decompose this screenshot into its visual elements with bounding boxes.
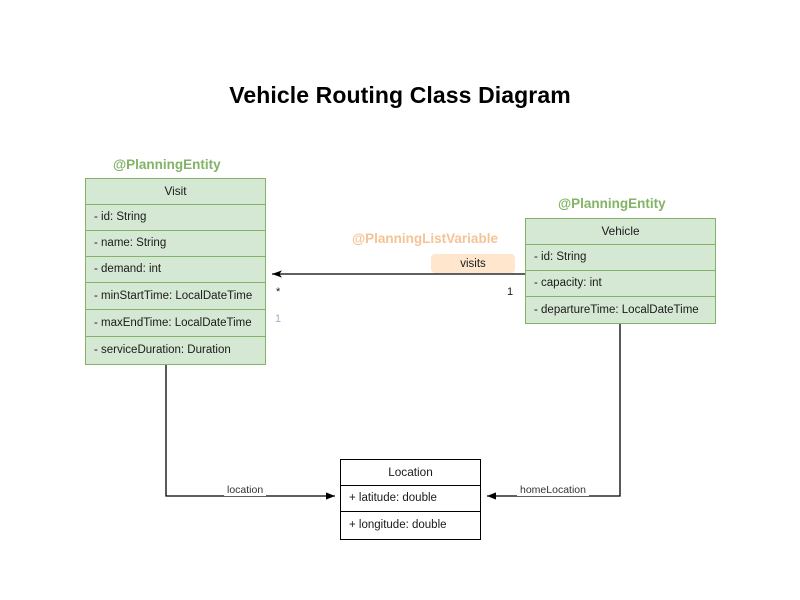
role-label-visits[interactable]: visits xyxy=(431,254,515,273)
role-label-location: location xyxy=(224,484,267,496)
edge-vehicle-homelocation xyxy=(487,323,621,500)
class-attribute: - maxEndTime: LocalDateTime xyxy=(86,310,265,337)
edge-visit-location xyxy=(165,363,335,500)
class-attribute: - minStartTime: LocalDateTime xyxy=(86,283,265,310)
role-label-homelocation: homeLocation xyxy=(517,484,589,496)
multiplicity-vehicle-side: 1 xyxy=(507,286,514,298)
multiplicity-visit-secondary: 1 xyxy=(275,313,282,325)
class-title-location: Location xyxy=(341,460,480,486)
class-box-location[interactable]: Location + latitude: double + longitude:… xyxy=(340,459,481,540)
stereotype-visit: @PlanningEntity xyxy=(113,157,221,172)
class-attribute: - capacity: int xyxy=(526,271,715,297)
class-box-visit[interactable]: Visit - id: String - name: String - dema… xyxy=(85,178,266,365)
class-box-vehicle[interactable]: Vehicle - id: String - capacity: int - d… xyxy=(525,218,716,324)
class-title-visit: Visit xyxy=(86,179,265,205)
class-attribute: - id: String xyxy=(86,205,265,231)
class-title-vehicle: Vehicle xyxy=(526,219,715,245)
class-attribute: - id: String xyxy=(526,245,715,271)
class-attribute: + longitude: double xyxy=(349,519,447,532)
multiplicity-visit-side: * xyxy=(276,286,281,298)
stereotype-planning-list-variable: @PlanningListVariable xyxy=(352,231,498,246)
class-attribute: - departureTime: LocalDateTime xyxy=(534,303,699,316)
page-title: Vehicle Routing Class Diagram xyxy=(229,82,571,108)
class-attribute: - name: String xyxy=(86,231,265,257)
class-attribute: - demand: int xyxy=(86,257,265,283)
stereotype-vehicle: @PlanningEntity xyxy=(558,196,666,211)
class-attribute: - serviceDuration: Duration xyxy=(94,344,231,357)
class-attribute: + latitude: double xyxy=(341,486,480,512)
